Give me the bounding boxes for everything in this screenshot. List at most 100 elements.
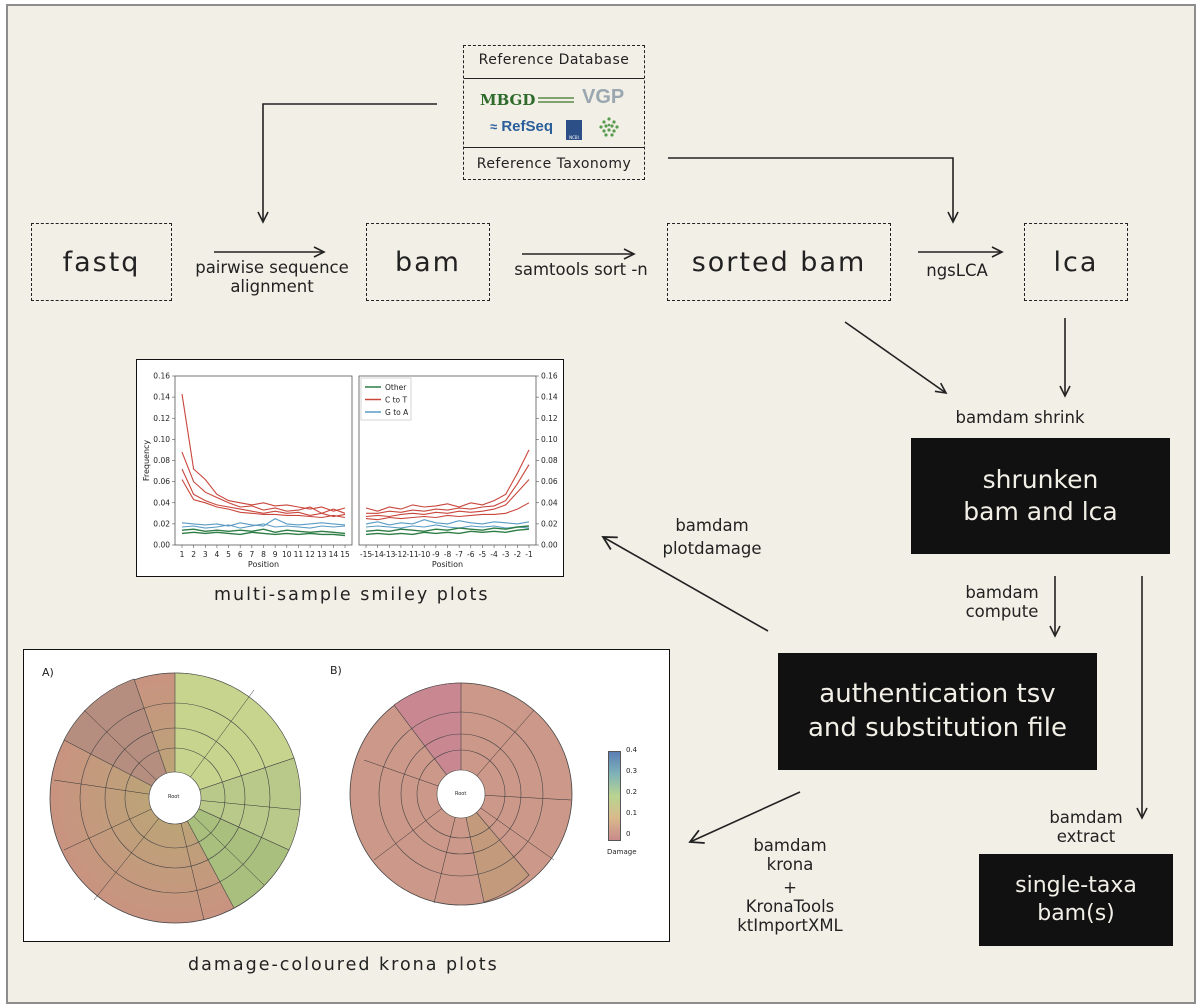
sorted-bam-box: sorted bam: [667, 223, 891, 301]
damage-colorbar: [608, 751, 621, 841]
y-tick-label: 0.12: [153, 414, 170, 423]
arrow-database-to-bam: [257, 103, 437, 224]
krona-panel-b-label: B): [330, 664, 342, 677]
x-tick-label: -12: [395, 550, 407, 559]
arrow-sorted-to-shrink: [844, 321, 948, 395]
krona-panel: A) B): [23, 649, 670, 942]
reference-database-label: Reference Database: [478, 52, 630, 68]
y-tick-label: 0.06: [153, 477, 170, 486]
series-line-c-to-t: [181, 451, 346, 514]
mbgd-logo: MBGD: [480, 91, 575, 109]
x-tick-label: -13: [383, 550, 395, 559]
legend-label: G to A: [385, 408, 409, 417]
krona-panel-a-label: A): [42, 666, 54, 679]
legend-label: Other: [385, 383, 407, 392]
krona-root-label-a: Root: [168, 794, 180, 800]
y-tick-label-right: 0.12: [541, 414, 558, 423]
x-tick-label: 10: [282, 550, 292, 559]
x-tick-label: 12: [305, 550, 315, 559]
arrow-auth-to-krona: [688, 791, 801, 844]
y-tick-label-right: 0.10: [541, 435, 558, 444]
x-tick-label: 13: [317, 550, 327, 559]
x-tick-label: 1: [180, 550, 185, 559]
auth-line1: authentication tsv: [819, 679, 1056, 710]
y-tick-label: 0.14: [153, 393, 170, 402]
x-tick-label: 15: [340, 550, 350, 559]
legend-label: C to T: [385, 395, 408, 404]
y-tick-label-right: 0.02: [541, 519, 558, 528]
shrink-step-label: bamdam shrink: [955, 408, 1085, 427]
single-line1: single-taxa: [1015, 872, 1137, 898]
dotted-sphere-icon: [599, 117, 619, 137]
x-tick-label: -8: [444, 550, 452, 559]
x-tick-label: -7: [455, 550, 463, 559]
series-line-c-to-t: [365, 502, 530, 521]
x-tick-label: 5: [226, 550, 231, 559]
y-tick-label: 0.00: [153, 541, 170, 550]
x-axis-label: Position: [432, 560, 463, 569]
y-tick-label: 0.10: [153, 435, 170, 444]
series-line-c-to-t: [365, 479, 530, 518]
y-tick-label: 0.02: [153, 519, 170, 528]
series-line-other: [181, 531, 346, 537]
krona-chart-a: [49, 672, 301, 924]
arrow-taxonomy-to-lca: [668, 157, 959, 224]
reference-database-box: Reference Database MBGD VGP ≈ RefSeq NCB…: [463, 45, 645, 180]
y-tick-label-right: 0.08: [541, 456, 558, 465]
y-tick-label: 0.04: [153, 498, 170, 507]
y-tick-label-right: 0.04: [541, 498, 558, 507]
x-tick-label: -11: [406, 550, 418, 559]
lca-box: lca: [1024, 223, 1128, 301]
y-tick-label-right: 0.00: [541, 541, 558, 550]
fastq-box: fastq: [31, 223, 172, 301]
single-line2: bam(s): [1037, 901, 1115, 926]
smiley-caption: multi-sample smiley plots: [214, 585, 490, 605]
series-line-g-to-a: [181, 523, 346, 529]
x-tick-label: -14: [372, 550, 384, 559]
ngslca-step-label: ngsLCA: [926, 261, 988, 280]
series-line-g-to-a: [181, 517, 346, 527]
y-tick-label: 0.16: [153, 372, 170, 381]
series-line-c-to-t: [366, 464, 530, 514]
series-line-other: [365, 525, 530, 533]
reference-taxonomy-label: Reference Taxonomy: [476, 156, 632, 172]
y-axis-label: Frequency: [142, 440, 151, 482]
x-tick-label: -15: [360, 550, 372, 559]
series-line-other: [365, 528, 530, 536]
divider: [464, 147, 644, 148]
series-line-c-to-t: [181, 468, 346, 518]
series-line-other: [181, 528, 346, 535]
krona-caption: damage-coloured krona plots: [188, 955, 499, 975]
bam-label: bam: [395, 246, 461, 278]
fastq-label: fastq: [62, 246, 141, 278]
x-tick-label: -5: [479, 550, 487, 559]
y-tick-label: 0.08: [153, 456, 170, 465]
y-tick-label-right: 0.06: [541, 477, 558, 486]
x-tick-label: -6: [467, 550, 475, 559]
y-tick-label-right: 0.14: [541, 393, 558, 402]
series-line-g-to-a: [365, 519, 530, 526]
series-line-c-to-t: [181, 479, 346, 519]
divider: [464, 78, 644, 79]
series-line-c-to-t: [365, 449, 530, 512]
x-tick-label: 2: [191, 550, 196, 559]
y-tick-label-right: 0.16: [541, 372, 558, 381]
x-tick-label: 4: [215, 550, 220, 559]
x-tick-label: -9: [432, 550, 440, 559]
x-tick-label: 6: [238, 550, 243, 559]
database-logos: MBGD VGP ≈ RefSeq NCBI: [464, 80, 644, 146]
x-tick-label: 11: [294, 550, 304, 559]
bam-box: bam: [366, 223, 490, 301]
x-tick-label: 9: [273, 550, 278, 559]
x-tick-label: 14: [329, 550, 339, 559]
x-tick-label: -2: [514, 550, 522, 559]
vgp-logo: VGP: [582, 86, 625, 108]
plot-frame: [174, 375, 353, 546]
